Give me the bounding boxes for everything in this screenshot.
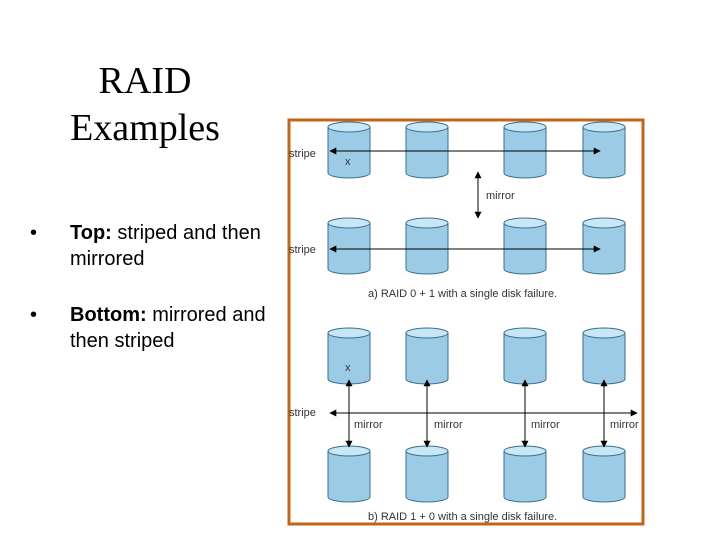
- disk-icon: [327, 121, 371, 179]
- top-mirror-label: mirror: [486, 190, 515, 202]
- bottom-failed-marker: x: [345, 362, 351, 374]
- disk-icon: [582, 217, 626, 275]
- disk-icon: [327, 217, 371, 275]
- bottom-stripe-label: stripe: [289, 407, 316, 419]
- top-caption: a) RAID 0 + 1 with a single disk failure…: [368, 288, 557, 300]
- bullet-item-bottom: • Bottom: mirrored and then striped: [30, 302, 280, 354]
- disk-icon: [327, 327, 371, 385]
- bottom-mirror-label-3: mirror: [531, 419, 560, 431]
- bullet-bottom-head: Bottom:: [70, 304, 147, 326]
- top-failed-marker: x: [345, 156, 351, 168]
- disk-icon: [503, 121, 547, 179]
- bottom-mirror-label-1: mirror: [354, 419, 383, 431]
- bullet-top-text: striped and then mirrored: [70, 222, 261, 270]
- disk-icon: [327, 445, 371, 503]
- disk-icon: [503, 327, 547, 385]
- bullet-item-top: • Top: striped and then mirrored: [30, 220, 280, 272]
- disk-icon: [503, 445, 547, 503]
- bullet-bottom-text: mirrored and then striped: [70, 304, 266, 352]
- bullet-glyph: •: [30, 304, 38, 326]
- bottom-mirror-label-2: mirror: [434, 419, 463, 431]
- top-stripe-label-2: stripe: [289, 244, 316, 256]
- disk-icon: [405, 327, 449, 385]
- title-line-1: RAID: [98, 60, 192, 102]
- bullet-list: • Top: striped and then mirrored • Botto…: [30, 220, 280, 384]
- disk-icon: [405, 445, 449, 503]
- bottom-caption: b) RAID 1 + 0 with a single disk failure…: [368, 511, 557, 523]
- bullet-glyph: •: [30, 222, 38, 244]
- slide-title: RAID Examples: [40, 58, 250, 152]
- disk-icon: [405, 217, 449, 275]
- disk-group: [327, 121, 626, 503]
- bullet-top-head: Top:: [70, 222, 112, 244]
- disk-icon: [582, 327, 626, 385]
- top-stripe-label-1: stripe: [289, 148, 316, 160]
- disk-icon: [405, 121, 449, 179]
- title-line-2: Examples: [70, 107, 220, 149]
- disk-icon: [503, 217, 547, 275]
- bottom-mirror-label-4: mirror: [610, 419, 639, 431]
- disk-icon: [582, 121, 626, 179]
- disk-icon: [582, 445, 626, 503]
